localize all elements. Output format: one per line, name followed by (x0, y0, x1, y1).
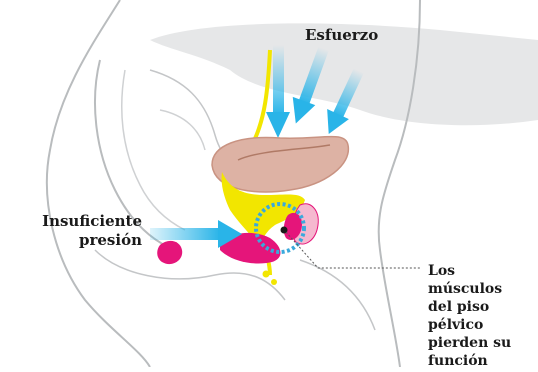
pressure-label-line-1: Insuficiente (30, 212, 142, 231)
pelvic-floor-caption: Los músculos del piso pélvico pierden su… (428, 262, 534, 370)
urine-drop-1 (263, 271, 270, 278)
caption-line-3: pélvico (428, 316, 534, 334)
caption-line-4: pierden su (428, 334, 534, 352)
caption-line-5: función (428, 352, 534, 370)
pressure-label-line-2: presión (30, 231, 142, 250)
sacrum-inner-outline (122, 70, 185, 230)
thigh-outline (300, 260, 375, 330)
posterior-muscle (157, 241, 182, 264)
body-back-outline (47, 0, 150, 367)
urine-drop-2 (271, 279, 277, 285)
effort-label: Esfuerzo (305, 26, 378, 45)
pelvic-bone-curve (160, 110, 205, 150)
insufficient-pressure-label: Insuficiente presión (30, 212, 142, 250)
caption-line-2: del piso (428, 298, 534, 316)
caption-line-1: Los músculos (428, 262, 534, 298)
